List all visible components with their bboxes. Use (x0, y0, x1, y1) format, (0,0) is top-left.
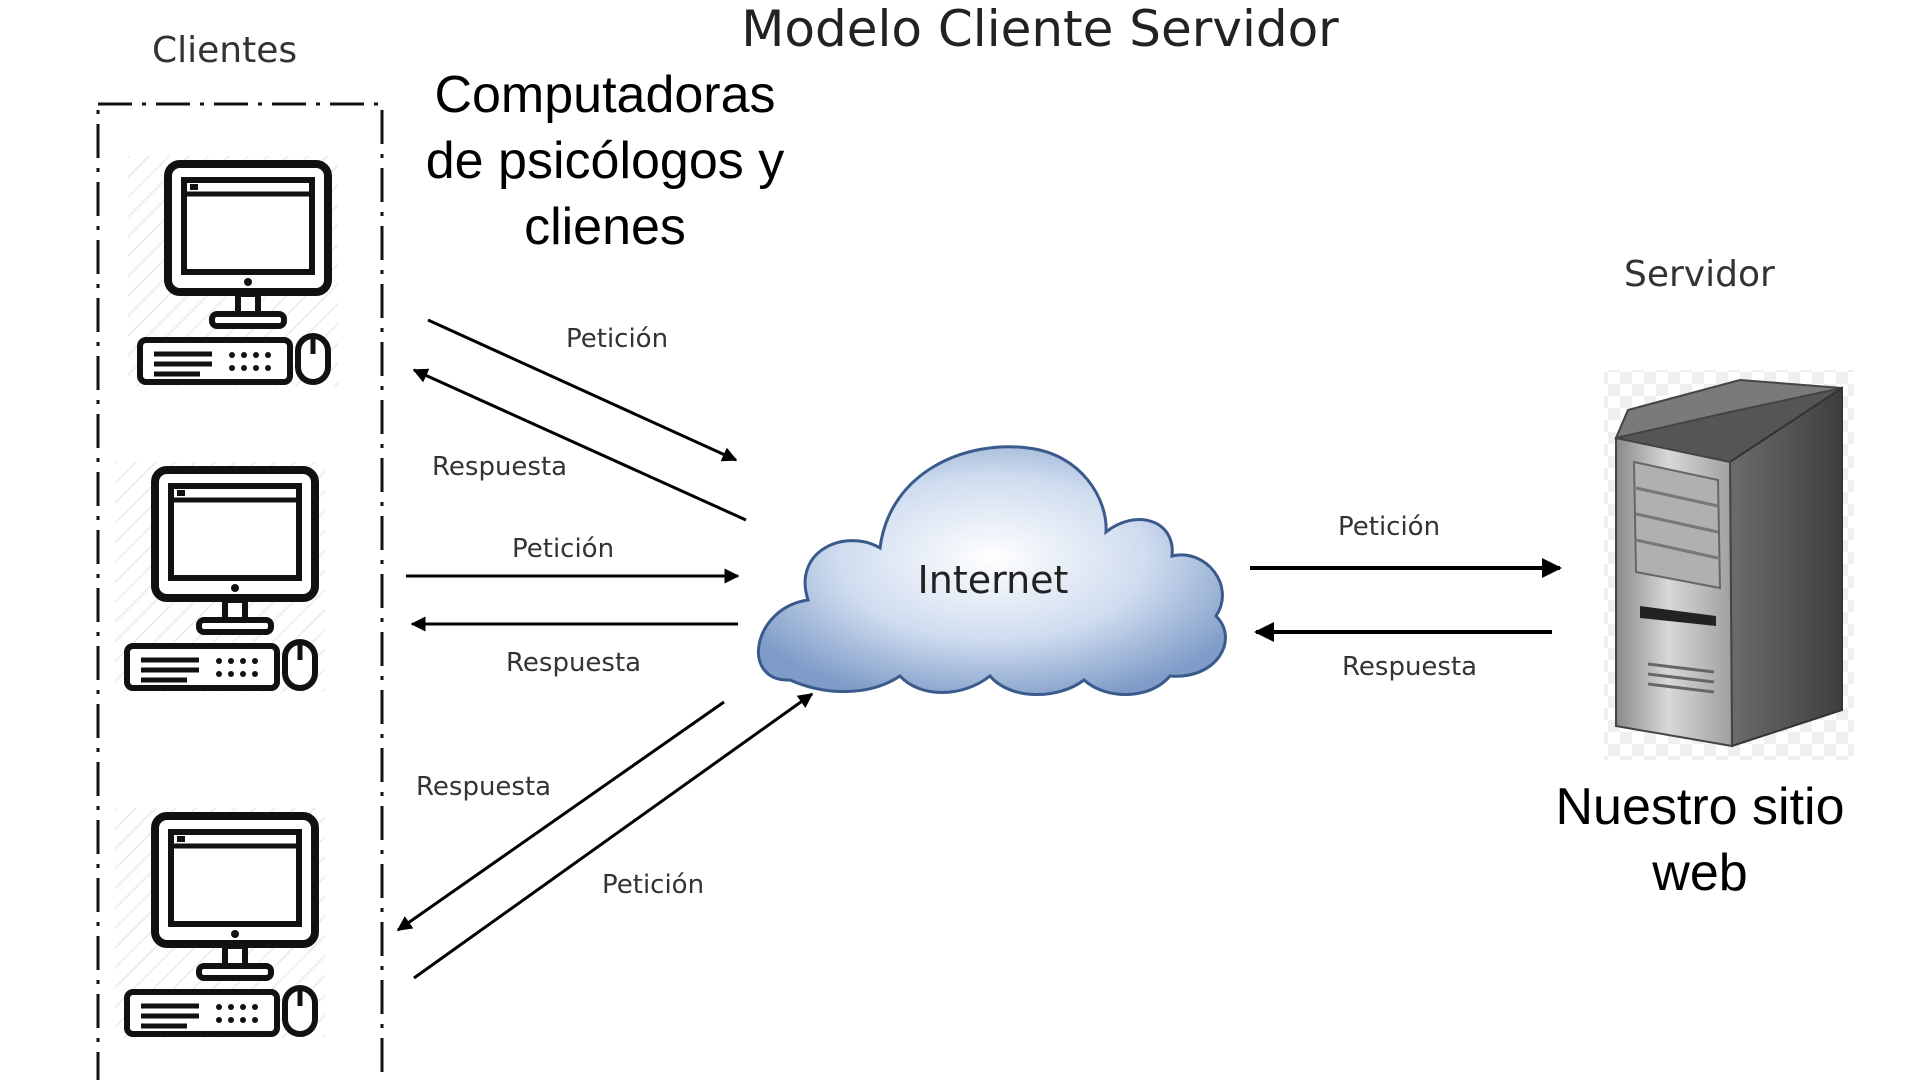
client-computer-3 (115, 808, 325, 1038)
arrow-request-client1 (427, 318, 738, 462)
arrow-label-request-client2: Petición (512, 534, 615, 564)
arrow-response-client1 (412, 368, 747, 522)
desktop-computer-icon (115, 808, 325, 1038)
desktop-computer-icon (115, 462, 325, 692)
desktop-computer-icon (128, 156, 338, 386)
arrow-label-response-client1: Respuesta (432, 452, 568, 482)
arrow-label-response-client3: Respuesta (416, 772, 552, 802)
arrow-request-client3 (413, 692, 814, 980)
internet-label: Internet (917, 558, 1069, 602)
server-tower-icon (1604, 370, 1854, 760)
clients-group-border (96, 102, 384, 1080)
clients-heading: Clientes (152, 30, 298, 71)
server-note: Nuestro sitio web (1555, 778, 1845, 902)
diagram-title: Modelo Cliente Servidor (741, 0, 1339, 58)
server-heading: Servidor (1624, 254, 1775, 295)
client-computer-1 (128, 156, 338, 386)
arrow-response-client3 (396, 700, 725, 932)
clients-note: Computadoras de psicólogos y clienes (425, 66, 785, 256)
arrow-label-request-client3: Petición (602, 870, 705, 900)
arrow-label-request-server: Petición (1338, 512, 1441, 542)
arrow-label-response-server: Respuesta (1342, 652, 1478, 682)
arrow-label-response-client2: Respuesta (506, 648, 642, 678)
cloud-icon (756, 445, 1227, 696)
arrow-label-request-client1: Petición (566, 324, 669, 354)
client-computer-2 (115, 462, 325, 692)
